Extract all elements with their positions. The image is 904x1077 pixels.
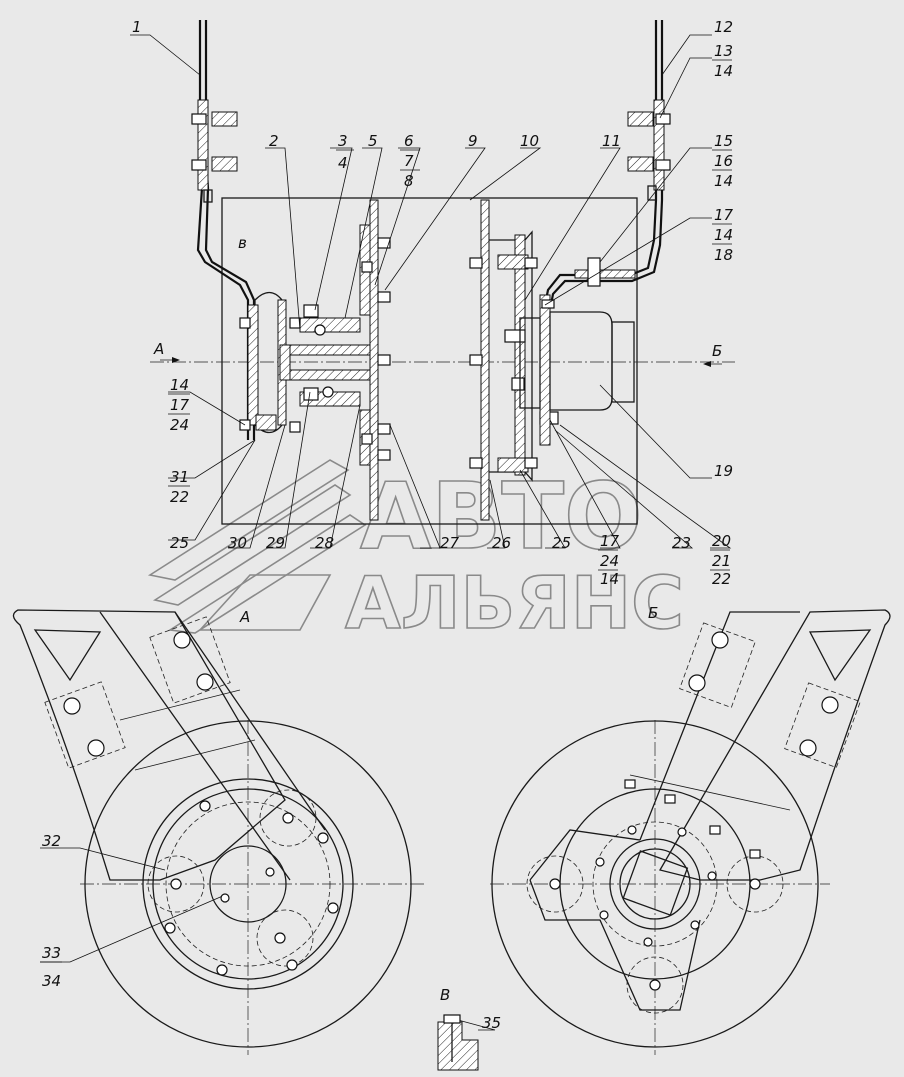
right-bracket	[543, 20, 671, 306]
view-b	[490, 609, 891, 1055]
label-part-24a: 24	[170, 416, 189, 434]
label-part-11: 11	[602, 132, 621, 150]
view-arrows	[160, 357, 722, 367]
label-part-26: 26	[492, 534, 511, 552]
label-part-7: 7	[404, 152, 414, 170]
label-part-33: 33	[42, 944, 61, 962]
label-part-17c: 17	[600, 532, 620, 550]
label-part-31: 31	[170, 468, 189, 486]
watermark: АВТО АЛЬЯНС	[147, 459, 685, 646]
view-labels: А Б в А Б В	[153, 234, 722, 1004]
part-labels: 1 2 3 4 5 6 7 8 9 10 11 12 13 14 15 16 1…	[42, 18, 734, 1032]
stacked-label-dividers	[40, 59, 732, 963]
view-title-v: В	[440, 986, 450, 1004]
label-part-35: 35	[482, 1014, 501, 1032]
label-part-3: 3	[338, 132, 348, 150]
label-part-14c: 14	[714, 226, 733, 244]
label-part-19: 19	[714, 462, 733, 480]
centre-plate	[359, 199, 391, 521]
label-part-6: 6	[404, 132, 414, 150]
label-part-30: 30	[228, 534, 247, 552]
label-part-27: 27	[440, 534, 460, 552]
label-part-12: 12	[714, 18, 733, 36]
label-part-15: 15	[714, 132, 733, 150]
detail-v	[437, 1014, 479, 1071]
label-part-29: 29	[266, 534, 285, 552]
section-view	[150, 20, 735, 525]
view-title-b: Б	[648, 604, 658, 622]
label-part-1: 1	[132, 18, 142, 36]
label-part-2: 2	[269, 132, 279, 150]
watermark-line1: АВТО	[360, 463, 642, 570]
label-part-18: 18	[714, 246, 733, 264]
left-pulley-assembly	[239, 291, 377, 434]
view-a	[12, 609, 425, 1055]
label-part-28: 28	[315, 534, 334, 552]
label-part-34: 34	[42, 972, 61, 990]
label-part-24b: 24	[600, 552, 619, 570]
label-part-22a: 22	[170, 488, 189, 506]
label-part-25b: 25	[552, 534, 571, 552]
right-pulley-assembly	[469, 199, 635, 521]
view-label-b-arrow: Б	[712, 342, 722, 360]
view-title-a: А	[239, 608, 250, 626]
detail-marker-v: в	[238, 234, 247, 252]
label-part-14e: 14	[600, 570, 619, 588]
label-part-16: 16	[714, 152, 733, 170]
label-part-13: 13	[714, 42, 733, 60]
label-part-4: 4	[338, 154, 348, 172]
watermark-line2: АЛЬЯНС	[345, 561, 684, 645]
label-part-17b: 17	[170, 396, 190, 414]
label-part-25a: 25	[170, 534, 189, 552]
label-part-32: 32	[42, 832, 61, 850]
left-bracket	[191, 20, 256, 440]
watermark-logo	[147, 459, 367, 634]
label-part-14b: 14	[714, 172, 733, 190]
label-part-5: 5	[368, 132, 378, 150]
label-part-14a: 14	[714, 62, 733, 80]
label-part-17a: 17	[714, 206, 734, 224]
label-part-22b: 22	[712, 570, 731, 588]
label-part-20: 20	[712, 532, 731, 550]
housing-frame	[221, 197, 638, 525]
label-part-21: 21	[712, 552, 731, 570]
label-part-10: 10	[520, 132, 539, 150]
leader-lines	[40, 34, 732, 1031]
label-part-9: 9	[468, 132, 478, 150]
label-part-23: 23	[672, 534, 691, 552]
label-part-14d: 14	[170, 376, 189, 394]
label-part-8: 8	[404, 172, 414, 190]
view-label-a-arrow: А	[153, 340, 164, 358]
